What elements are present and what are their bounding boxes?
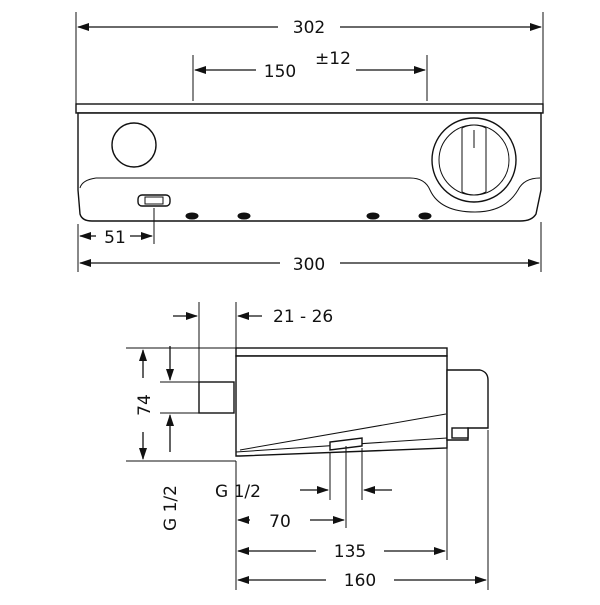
dim-150-tolerance: ±12 bbox=[315, 49, 351, 69]
side-handle-tab bbox=[451, 427, 469, 439]
front-body bbox=[77, 112, 542, 222]
bottom-hole bbox=[366, 212, 380, 220]
dim-300-label: 300 bbox=[293, 255, 325, 275]
front-top-plate bbox=[75, 103, 544, 114]
dim-g12-vertical-label: G 1/2 bbox=[161, 485, 181, 531]
left-knob bbox=[111, 122, 157, 168]
dim-150-label: 150 bbox=[264, 62, 296, 82]
side-top-plate bbox=[235, 347, 448, 357]
front-view bbox=[75, 103, 544, 222]
side-body bbox=[235, 355, 448, 457]
bottom-hole bbox=[185, 212, 199, 220]
side-view bbox=[198, 347, 489, 457]
side-outlet bbox=[329, 437, 363, 451]
inlet-slot bbox=[137, 194, 171, 207]
side-inlet-pipe bbox=[198, 381, 235, 414]
dim-74-label: 74 bbox=[135, 394, 155, 416]
dim-135-label: 135 bbox=[334, 542, 366, 562]
dim-51-label: 51 bbox=[104, 228, 126, 248]
front-split-line bbox=[79, 177, 541, 213]
side-dimensions: 21 - 26 74 G 1/2 G 1/2 70 135 bbox=[126, 302, 489, 591]
right-handle bbox=[431, 117, 517, 203]
dim-302-label: 302 bbox=[293, 18, 325, 38]
dim-160-label: 160 bbox=[344, 571, 376, 591]
dim-g12-outlet-label: G 1/2 bbox=[215, 482, 261, 502]
dim-70-label: 70 bbox=[269, 512, 291, 532]
dim-21-26-label: 21 - 26 bbox=[273, 307, 333, 327]
bottom-hole bbox=[418, 212, 432, 220]
front-dimensions: 302 150 ±12 51 300 bbox=[75, 12, 544, 275]
bottom-hole bbox=[237, 212, 251, 220]
